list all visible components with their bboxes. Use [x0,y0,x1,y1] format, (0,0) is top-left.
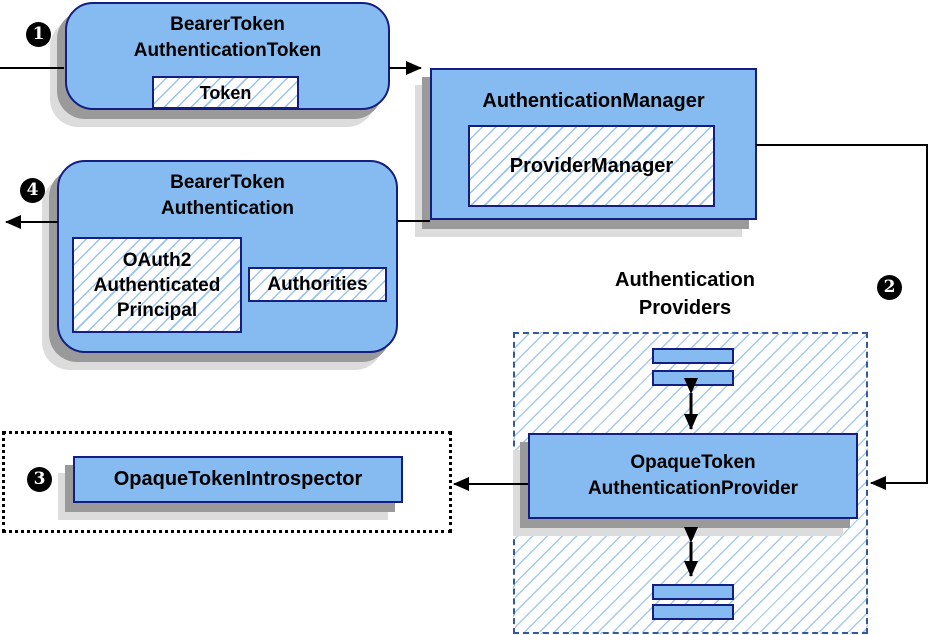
opaque-token-authentication-provider-title: OpaqueToken AuthenticationProvider [587,452,799,499]
step-2-badge: 2 [877,275,902,300]
provider-stack-top-1 [652,348,734,364]
opaque-token-introspector-title: OpaqueTokenIntrospector [113,468,363,490]
step-4-badge: 4 [20,178,45,203]
bearer-token-authentication-token-title: BearerToken AuthenticationToken [133,14,322,61]
opaque-token-introspector-container: OpaqueTokenIntrospector [2,431,452,533]
authentication-providers-label: Authentication Providers [615,269,755,319]
bearer-token-authentication-node: BearerToken Authentication OAuth2 Authen… [57,160,398,353]
opaque-token-introspector-node: OpaqueTokenIntrospector [73,456,403,503]
provider-manager-label: ProviderManager [509,155,674,177]
provider-manager-box: ProviderManager [468,125,715,207]
provider-stack-bottom-2 [652,604,734,620]
authorities-label: Authorities [267,273,368,295]
step-3-badge: 3 [27,467,52,492]
bearer-token-authentication-title: BearerToken Authentication [161,172,294,219]
oauth2-authenticated-principal-box: OAuth2 Authenticated Principal [72,237,242,333]
provider-stack-top-2 [652,370,734,386]
oauth2-authenticated-principal-label: OAuth2 Authenticated Principal [93,249,221,321]
authentication-providers-container: OpaqueToken AuthenticationProvider [513,332,868,634]
token-box: Token [152,76,299,109]
provider-stack-bottom-1 [652,584,734,600]
opaque-token-authentication-provider-node: OpaqueToken AuthenticationProvider [528,433,858,519]
authorities-box: Authorities [248,267,387,302]
authentication-manager-title: AuthenticationManager [482,90,705,112]
authentication-manager-node: AuthenticationManager ProviderManager [430,68,757,220]
step-1-badge: 1 [26,22,51,47]
token-label: Token [199,82,252,103]
bearer-token-authentication-token-node: BearerToken AuthenticationToken Token [65,2,390,110]
